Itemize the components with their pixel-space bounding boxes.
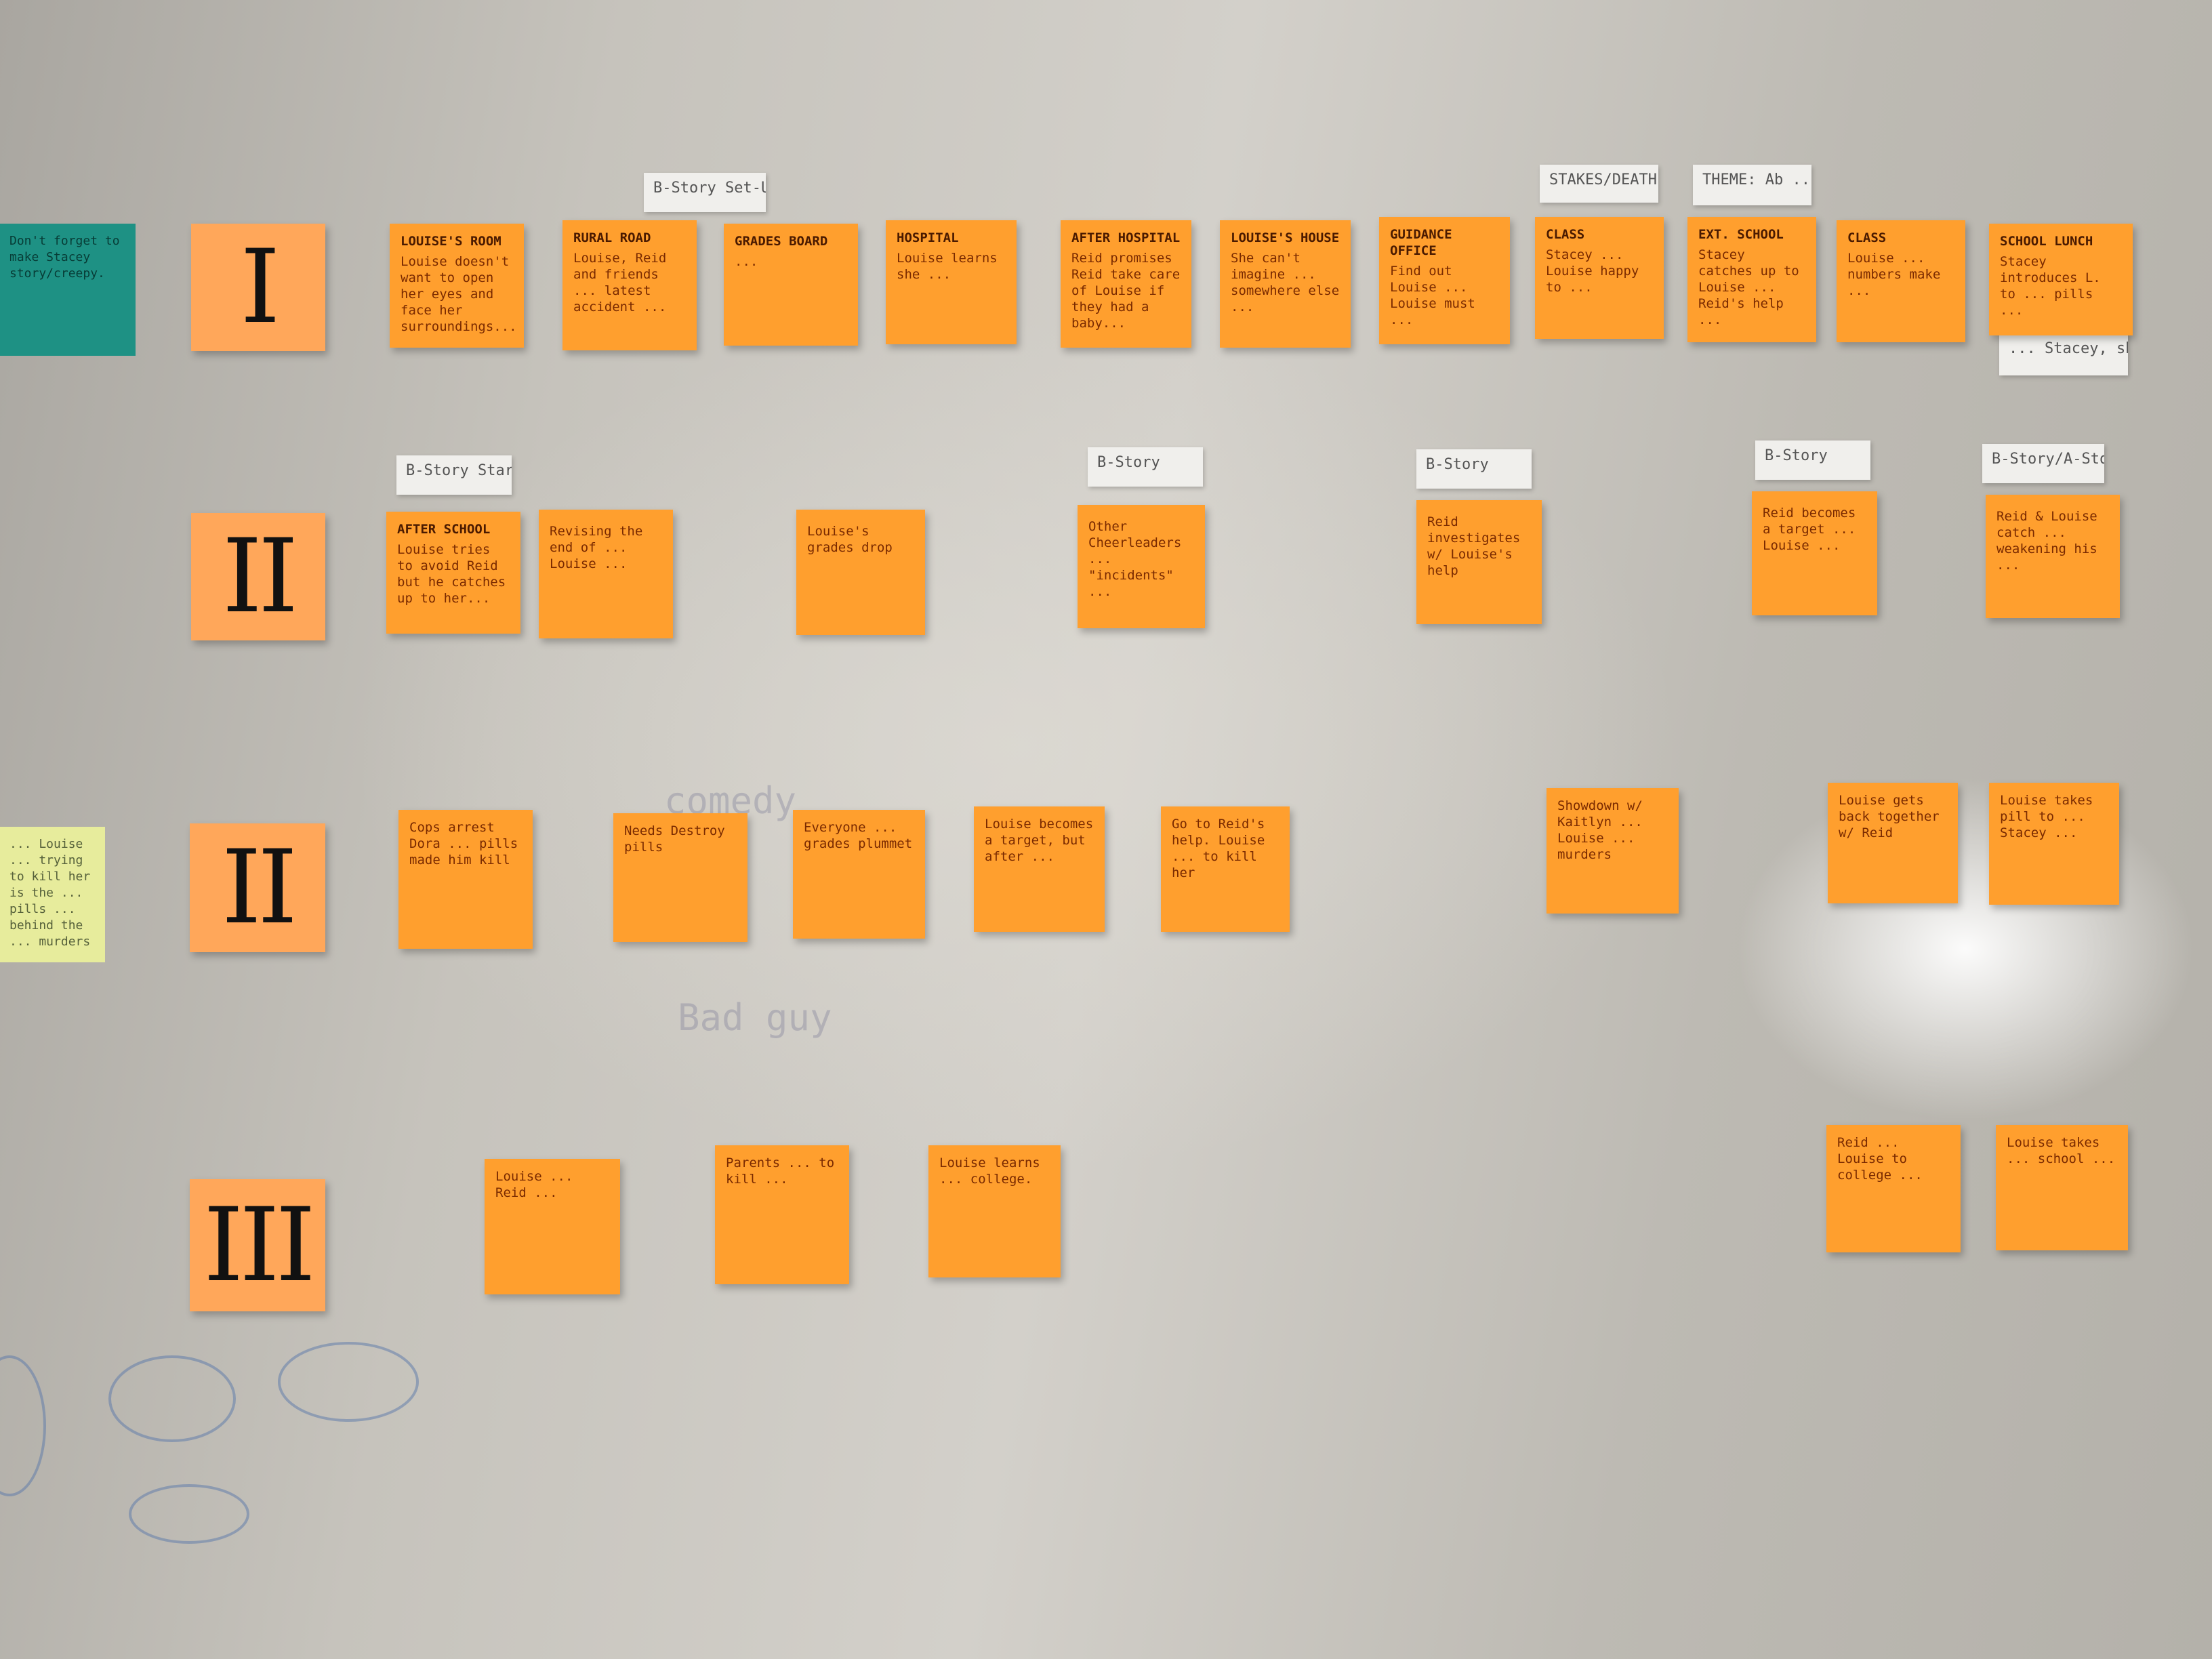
side-note-teal: Don't forget to make Stacey story/creepy… bbox=[0, 224, 136, 356]
card-text: Louise takes pill to ... Stacey ... bbox=[2000, 793, 2093, 840]
story-card: Ext. SchoolStacey catches up to Louise .… bbox=[1687, 217, 1816, 342]
story-card: Louise takes pill to ... Stacey ... bbox=[1989, 783, 2119, 905]
card-text: Go to Reid's help. Louise ... to kill he… bbox=[1172, 817, 1265, 880]
card-text: Everyone ... grades plummet bbox=[804, 820, 913, 851]
stakes-tag: STAKES/DEATH bbox=[1540, 165, 1658, 203]
card-text: Find out Louise ... Louise must ... bbox=[1390, 264, 1475, 327]
card-text: Reid investigates w/ Louise's help bbox=[1427, 514, 1521, 578]
card-text: Louise becomes a target, but after ... bbox=[985, 817, 1094, 864]
card-heading: Hospital bbox=[897, 230, 959, 245]
card-heading: Louise's Room bbox=[401, 234, 501, 249]
card-text: Louise doesn't want to open her eyes and… bbox=[401, 254, 517, 334]
story-card: Reid ... Louise to college ... bbox=[1826, 1125, 1961, 1252]
card-text: Louise ... numbers make ... bbox=[1847, 251, 1941, 298]
bstory-tag: B-Story/A-Story bbox=[1982, 444, 2104, 483]
card-heading: Guidance Office bbox=[1390, 227, 1452, 258]
whiteboard-scribble bbox=[0, 1355, 46, 1496]
card-text: Stacey introduces L. to ... pills ... bbox=[2000, 254, 2101, 318]
card-heading: After Hospital bbox=[1071, 230, 1181, 245]
card-heading: Class bbox=[1847, 230, 1887, 245]
card-heading: Rural Road bbox=[573, 230, 651, 245]
card-text: Stacey catches up to Louise ... Reid's h… bbox=[1698, 247, 1799, 327]
card-heading: Grades Board bbox=[735, 234, 828, 249]
card-text: Reid becomes a target ... Louise ... bbox=[1763, 506, 1856, 553]
bstory-tag: B-Story bbox=[1755, 441, 1870, 480]
card-text: Other Cheerleaders ... "incidents" ... bbox=[1088, 519, 1182, 599]
act-label: II bbox=[191, 513, 325, 640]
card-text: Louise's grades drop bbox=[807, 524, 893, 555]
bstory-tag: B-Story Set-Up bbox=[644, 173, 766, 212]
side-note-yellow: ... Louise ... trying to kill her is the… bbox=[0, 827, 105, 962]
card-text: Reid ... Louise to college ... bbox=[1837, 1135, 1923, 1183]
act-label: I bbox=[191, 224, 325, 351]
story-card: Revising the end of ... Louise ... bbox=[539, 510, 673, 638]
story-card: Reid becomes a target ... Louise ... bbox=[1752, 491, 1877, 615]
act-label: II bbox=[190, 823, 325, 952]
card-text: Parents ... to kill ... bbox=[726, 1155, 835, 1187]
story-card: Louise learns ... college. bbox=[928, 1145, 1061, 1277]
story-card: Louise ... Reid ... bbox=[485, 1159, 620, 1294]
card-text: Louise takes ... school ... bbox=[2007, 1135, 2116, 1166]
act-numeral: I bbox=[240, 228, 280, 346]
card-text: ... bbox=[735, 254, 758, 269]
card-heading: After School bbox=[397, 522, 491, 537]
act-numeral: II bbox=[221, 829, 298, 947]
story-card: Rural RoadLouise, Reid and friends ... l… bbox=[562, 220, 697, 350]
card-text: Louise, Reid and friends ... latest acci… bbox=[573, 251, 667, 314]
story-card: HospitalLouise learns she ... bbox=[886, 220, 1017, 344]
card-heading: School Lunch bbox=[2000, 234, 2093, 249]
story-card: Needs Destroy pills bbox=[613, 813, 747, 942]
card-text: Reid & Louise catch ... weakening his ..… bbox=[1996, 509, 2097, 573]
card-text: Showdown w/ Kaitlyn ... Louise ... murde… bbox=[1557, 798, 1643, 862]
story-card: ClassLouise ... numbers make ... bbox=[1837, 220, 1965, 342]
whiteboard-scribble bbox=[129, 1484, 249, 1544]
story-card: Guidance OfficeFind out Louise ... Louis… bbox=[1379, 217, 1510, 344]
card-text: Louise ... Reid ... bbox=[495, 1169, 573, 1200]
story-card: Other Cheerleaders ... "incidents" ... bbox=[1078, 505, 1205, 628]
story-card: ClassStacey ... Louise happy to ... bbox=[1535, 217, 1664, 339]
card-text: Louise gets back together w/ Reid bbox=[1839, 793, 1940, 840]
card-heading: Louise's House bbox=[1231, 230, 1340, 245]
card-text: Louise tries to avoid Reid but he catche… bbox=[397, 542, 506, 606]
story-card: Louise gets back together w/ Reid bbox=[1828, 783, 1958, 903]
card-text: Revising the end of ... Louise ... bbox=[550, 524, 643, 571]
theme-tag: THEME: Ab ... you ... bbox=[1693, 165, 1811, 205]
story-card: Louise takes ... school ... bbox=[1996, 1125, 2128, 1250]
card-text: She can't imagine ... somewhere else ... bbox=[1231, 251, 1340, 314]
bstory-tag: B-Story Starts bbox=[396, 455, 512, 495]
card-heading: Class bbox=[1546, 227, 1585, 242]
card-text: Louise learns ... college. bbox=[939, 1155, 1040, 1187]
card-heading: Ext. School bbox=[1698, 227, 1784, 242]
faint-marker-text: Bad guy bbox=[678, 996, 832, 1039]
story-card: After SchoolLouise tries to avoid Reid b… bbox=[386, 512, 520, 634]
bstory-tag: B-Story bbox=[1088, 447, 1203, 487]
story-card: Reid & Louise catch ... weakening his ..… bbox=[1986, 495, 2120, 618]
whiteboard-scribble bbox=[278, 1342, 419, 1422]
whiteboard-scribble bbox=[108, 1355, 236, 1442]
story-card: Louise's grades drop bbox=[796, 510, 925, 635]
card-text: Louise learns she ... bbox=[897, 251, 998, 282]
story-card: After HospitalReid promises Reid take ca… bbox=[1061, 220, 1191, 348]
story-card: Grades Board... bbox=[724, 224, 858, 346]
extra-tag: ... Stacey, she ... bbox=[1999, 333, 2128, 375]
act-numeral: III bbox=[203, 1186, 316, 1305]
card-text: Cops arrest Dora ... pills made him kill bbox=[409, 820, 518, 867]
card-text: Reid promises Reid take care of Louise i… bbox=[1071, 251, 1181, 331]
story-card: Louise's HouseShe can't imagine ... some… bbox=[1220, 220, 1351, 348]
story-card: Go to Reid's help. Louise ... to kill he… bbox=[1161, 806, 1290, 932]
story-card: Parents ... to kill ... bbox=[715, 1145, 849, 1284]
act-label: III bbox=[190, 1179, 325, 1311]
story-card: Louise's RoomLouise doesn't want to open… bbox=[390, 224, 524, 348]
card-text: Needs Destroy pills bbox=[624, 823, 725, 855]
bstory-tag: B-Story bbox=[1416, 449, 1532, 489]
story-card: Louise becomes a target, but after ... bbox=[974, 806, 1105, 932]
story-card: Cops arrest Dora ... pills made him kill bbox=[398, 810, 533, 949]
act-numeral: II bbox=[222, 518, 298, 636]
card-text: Stacey ... Louise happy to ... bbox=[1546, 247, 1639, 295]
story-card: Showdown w/ Kaitlyn ... Louise ... murde… bbox=[1547, 788, 1679, 914]
story-card: Reid investigates w/ Louise's help bbox=[1416, 500, 1542, 624]
story-card: School LunchStacey introduces L. to ... … bbox=[1989, 224, 2133, 335]
story-card: Everyone ... grades plummet bbox=[793, 810, 925, 939]
